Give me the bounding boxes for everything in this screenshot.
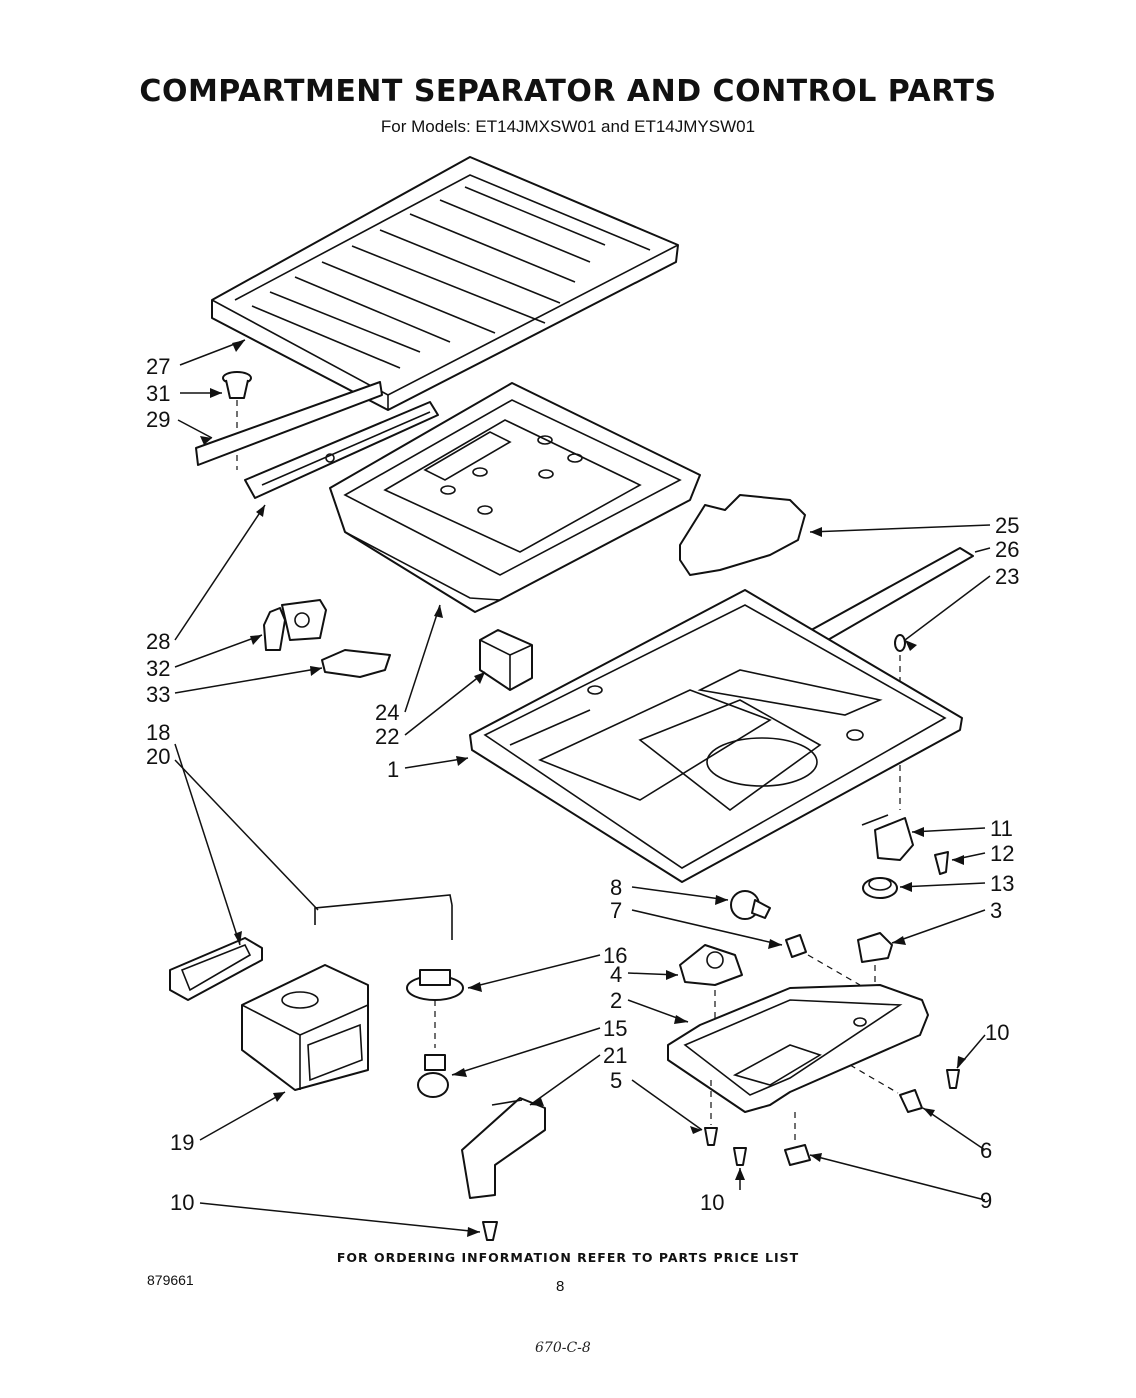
callout-6: 6 bbox=[980, 1138, 992, 1163]
callout-27: 27 bbox=[146, 354, 170, 379]
callout-5: 5 bbox=[610, 1068, 622, 1093]
callout-16: 16 bbox=[603, 943, 627, 968]
callout-2: 2 bbox=[610, 988, 622, 1013]
part-25-insulation-pad bbox=[679, 494, 806, 576]
callout-1: 1 bbox=[387, 757, 399, 782]
part-12-screw bbox=[934, 851, 949, 875]
part-10-screw bbox=[946, 1069, 960, 1089]
callout-24: 24 bbox=[375, 700, 399, 725]
callout-22: 22 bbox=[375, 724, 399, 749]
part-2-control-housing bbox=[667, 984, 929, 1113]
page-title: COMPARTMENT SEPARATOR AND CONTROL PARTS bbox=[139, 74, 997, 109]
callout-31: 31 bbox=[146, 381, 170, 406]
callout-28: 28 bbox=[146, 629, 170, 654]
part-20-gasket bbox=[169, 937, 263, 1001]
callout-12: 12 bbox=[990, 841, 1014, 866]
handwritten-note: 670-C-8 bbox=[535, 1340, 591, 1356]
callout-3: 3 bbox=[990, 898, 1002, 923]
part-16-dial bbox=[406, 969, 464, 1001]
part-6-clip bbox=[899, 1089, 923, 1113]
callout-33: 33 bbox=[146, 682, 170, 707]
model-subtitle: For Models: ET14JMXSW01 and ET14JMYSW01 bbox=[380, 117, 756, 136]
part-10-screw bbox=[482, 1221, 498, 1241]
callout-21: 21 bbox=[603, 1043, 627, 1068]
callout-29: 29 bbox=[146, 407, 170, 432]
callout-20: 20 bbox=[146, 744, 170, 769]
ordering-note: FOR ORDERING INFORMATION REFER TO PARTS … bbox=[336, 1250, 800, 1265]
part-15-knob bbox=[417, 1054, 449, 1098]
part-3-switch bbox=[857, 932, 893, 963]
callout-23: 23 bbox=[995, 564, 1019, 589]
callout-13: 13 bbox=[990, 871, 1014, 896]
document-number: 879661 bbox=[147, 1272, 194, 1288]
part-8-bulb bbox=[730, 890, 771, 920]
part-22-block bbox=[479, 629, 533, 691]
part-29-strip bbox=[195, 381, 383, 466]
callout-10: 10 bbox=[170, 1190, 194, 1215]
part-9-foot bbox=[784, 1144, 811, 1166]
part-24-separator-frame bbox=[329, 382, 701, 613]
part-23-clip bbox=[894, 634, 906, 652]
part-32-valve bbox=[263, 599, 327, 651]
part-4-light-socket bbox=[679, 944, 743, 986]
part-19-control-housing bbox=[241, 964, 369, 1091]
part-33-bracket bbox=[321, 649, 391, 678]
part-5-screw bbox=[704, 1127, 718, 1146]
callout-10: 10 bbox=[985, 1020, 1009, 1045]
part-28-channel bbox=[244, 401, 439, 499]
callout-7: 7 bbox=[610, 898, 622, 923]
callout-32: 32 bbox=[146, 656, 170, 681]
part-21-bracket bbox=[461, 1097, 546, 1199]
callout-11: 11 bbox=[990, 816, 1013, 841]
page-number: 8 bbox=[556, 1278, 565, 1295]
callout-10: 10 bbox=[700, 1190, 724, 1215]
callout-26: 26 bbox=[995, 537, 1019, 562]
callout-25: 25 bbox=[995, 513, 1019, 538]
callout-19: 19 bbox=[170, 1130, 194, 1155]
part-10-screw bbox=[733, 1147, 747, 1166]
part-13-knob bbox=[862, 877, 898, 899]
part-11-switch bbox=[861, 814, 914, 861]
callout-15: 15 bbox=[603, 1016, 627, 1041]
callout-4: 4 bbox=[610, 962, 622, 987]
part-18-rod bbox=[314, 894, 453, 940]
part-31-plug bbox=[222, 371, 252, 399]
callout-9: 9 bbox=[980, 1188, 992, 1213]
callout-8: 8 bbox=[610, 875, 622, 900]
part-7-socket-clip bbox=[785, 934, 807, 958]
part-1-base-tray bbox=[469, 589, 963, 883]
part-27-cover-panel bbox=[211, 156, 679, 411]
callout-18: 18 bbox=[146, 720, 170, 745]
